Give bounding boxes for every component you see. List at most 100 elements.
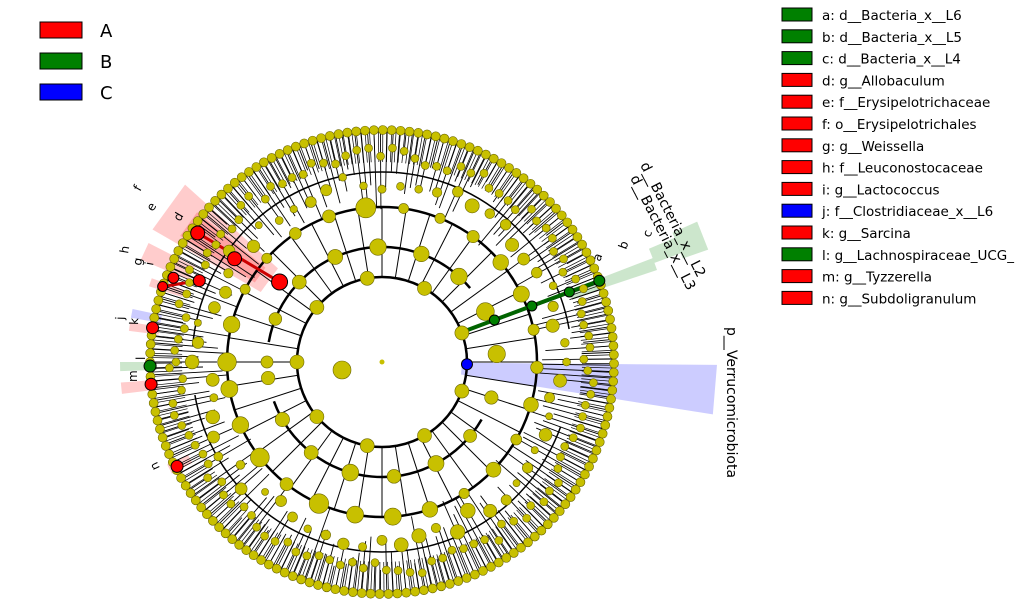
tree-edge xyxy=(298,147,309,171)
tree-node xyxy=(289,354,305,370)
tree-node xyxy=(190,440,200,450)
tree-node xyxy=(330,584,341,595)
tree-node xyxy=(554,478,563,488)
tree-edge xyxy=(354,552,360,591)
tree-node xyxy=(527,204,536,214)
tree-edge xyxy=(447,550,459,582)
tree-edge xyxy=(317,554,328,586)
tree-edge xyxy=(503,226,569,274)
tree-edge xyxy=(330,557,339,589)
tree-edge xyxy=(157,304,189,313)
tree-node xyxy=(239,502,249,512)
tree-edge xyxy=(442,140,454,172)
tree-node xyxy=(549,247,558,256)
tree-node xyxy=(427,556,436,566)
tree-node xyxy=(608,376,618,387)
tree-edge xyxy=(402,560,407,593)
tree-node xyxy=(591,445,602,456)
tree-edge xyxy=(218,504,242,528)
tree-node xyxy=(413,245,430,262)
tree-node xyxy=(236,172,247,183)
tree-edge xyxy=(343,559,350,591)
tree-edge xyxy=(269,161,305,224)
tree-edge xyxy=(560,451,590,467)
tree-node xyxy=(541,223,551,233)
tree-edge xyxy=(157,310,202,322)
clade-letter-h: h xyxy=(117,245,132,255)
marker-legend-swatch xyxy=(781,51,813,66)
tree-edge xyxy=(256,270,314,313)
tree-edge xyxy=(534,211,560,233)
tree-edge xyxy=(578,397,611,404)
tree-node xyxy=(392,588,403,599)
tree-node xyxy=(414,185,423,194)
tree-node xyxy=(223,268,234,279)
tree-edge xyxy=(185,468,213,486)
tree-node xyxy=(466,230,480,244)
tree-node xyxy=(517,252,530,266)
tree-node xyxy=(589,263,600,274)
marker-legend-swatch xyxy=(781,203,813,218)
tree-edge xyxy=(160,291,192,302)
tree-node xyxy=(411,528,427,544)
highlighted-node-e xyxy=(227,251,243,267)
tree-edge xyxy=(391,561,394,594)
ring-arc xyxy=(191,171,570,346)
tree-node xyxy=(530,360,544,374)
group-legend-label-c: C xyxy=(100,83,113,104)
marker-legend-swatch xyxy=(781,290,813,305)
tree-node xyxy=(393,566,403,575)
tree-node xyxy=(171,357,181,367)
tree-edge xyxy=(256,411,314,454)
tree-node xyxy=(274,216,284,225)
tree-edge xyxy=(354,133,364,206)
tree-node xyxy=(355,197,377,219)
tree-edge xyxy=(190,474,218,494)
tree-node xyxy=(527,323,540,336)
tree-edge xyxy=(320,138,330,170)
tree-edge xyxy=(159,419,191,430)
tree-edge xyxy=(506,201,548,242)
tree-edge xyxy=(287,149,301,180)
tree-edge xyxy=(532,242,579,271)
tree-node xyxy=(607,385,618,396)
tree-node xyxy=(279,567,290,578)
tree-edge xyxy=(247,518,270,550)
tree-node xyxy=(170,411,179,420)
tree-edge xyxy=(214,200,239,224)
tree-edge xyxy=(564,268,595,282)
tree-node xyxy=(336,560,345,570)
tree-node xyxy=(313,580,323,590)
tree-node xyxy=(398,203,409,214)
clade-label-verrucomicrobiota: p__Verrucomicrobiota xyxy=(723,327,739,478)
tree-node xyxy=(554,506,565,516)
tree-edge xyxy=(152,348,226,354)
tree-node xyxy=(152,415,163,426)
tree-node xyxy=(542,519,553,530)
tree-edge xyxy=(201,218,260,265)
tree-node xyxy=(396,182,405,191)
tree-node xyxy=(605,314,615,325)
tree-node xyxy=(575,477,586,487)
tree-edge xyxy=(385,132,388,188)
group-legend-swatch-c xyxy=(39,83,83,101)
tree-edge xyxy=(580,386,611,392)
marker-legend-swatch xyxy=(781,225,813,240)
tree-edge xyxy=(491,167,510,195)
tree-node xyxy=(531,267,543,279)
tree-node xyxy=(452,186,464,198)
tree-node xyxy=(464,198,480,214)
tree-edge xyxy=(529,307,606,327)
tree-node xyxy=(376,534,388,546)
tree-node xyxy=(374,589,385,599)
tree-edge xyxy=(201,474,240,506)
tree-node xyxy=(203,473,212,483)
tree-node xyxy=(299,138,309,149)
tree-edge xyxy=(516,248,583,286)
tree-edge xyxy=(373,130,376,163)
tree-node xyxy=(598,288,609,299)
tree-edge xyxy=(234,387,302,411)
tree-edge xyxy=(370,561,373,594)
tree-edge xyxy=(478,184,529,246)
